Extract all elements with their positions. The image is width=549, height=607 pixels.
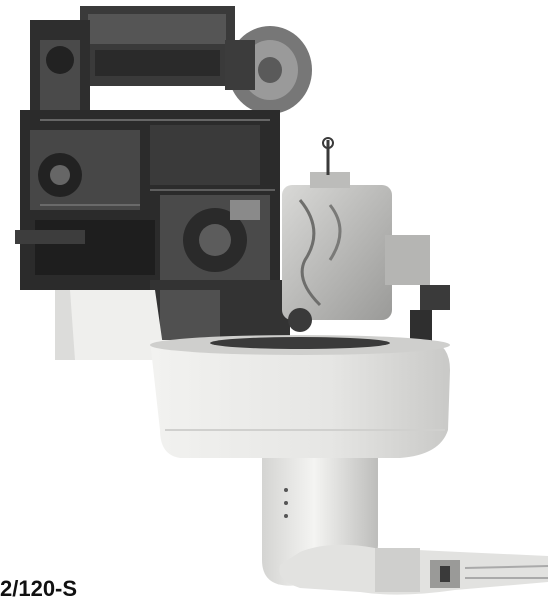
- model-caption: 2/120-S: [0, 576, 78, 601]
- engine-block: [15, 6, 312, 355]
- engine-bed: [55, 290, 165, 360]
- propeller-shaft: [279, 544, 549, 595]
- saildrive-housing: [150, 335, 450, 458]
- gearbox: [282, 137, 450, 350]
